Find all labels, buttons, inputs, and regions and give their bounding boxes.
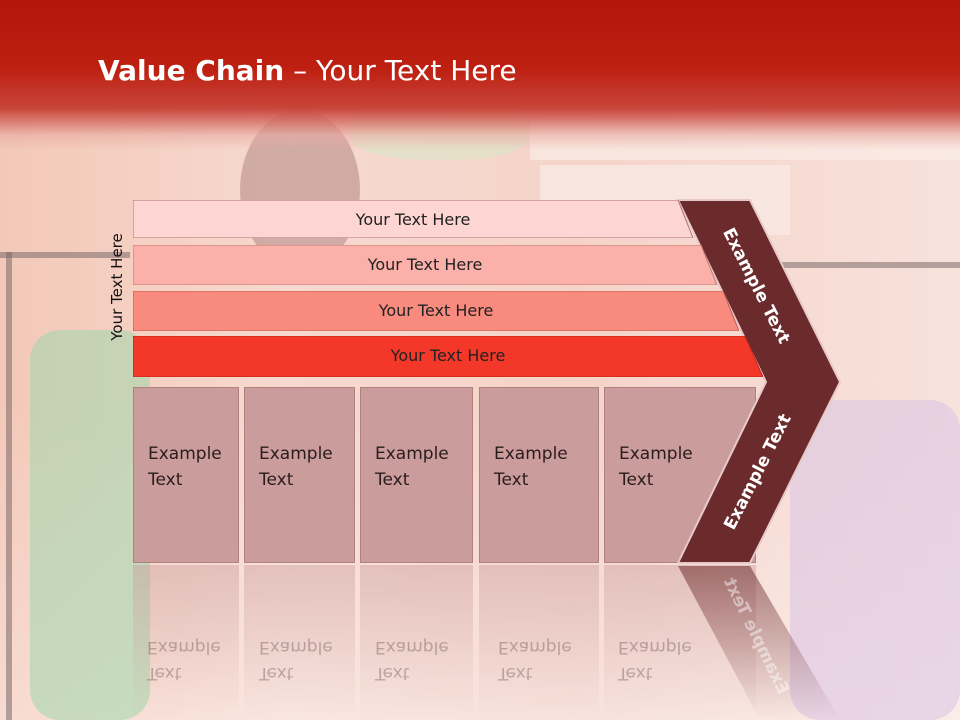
title-rest: – Your Text Here — [284, 54, 517, 87]
box-reflection — [360, 565, 473, 720]
background-clothes — [790, 400, 960, 720]
box-reflection — [133, 565, 239, 720]
box-line1: Example — [494, 444, 568, 464]
bar-4: Your Text Here — [133, 336, 763, 377]
bar-label: Your Text Here — [378, 300, 494, 320]
box-reflection — [244, 565, 355, 720]
chevron-reflection — [678, 566, 840, 720]
slide-title: Value Chain – Your Text Here — [98, 54, 517, 87]
bar-shape — [133, 291, 739, 331]
bar-1: Your Text Here — [133, 200, 693, 238]
box-line1: Example — [259, 444, 333, 464]
bar-3: Your Text Here — [133, 291, 739, 331]
box-line2: Text — [259, 470, 294, 490]
chevron-shape — [676, 199, 842, 564]
background-rail — [0, 252, 130, 258]
bar-label: Your Text Here — [390, 345, 506, 365]
bar-label: Your Text Here — [367, 254, 483, 274]
title-band — [0, 0, 960, 150]
background-green-shirt — [30, 330, 150, 720]
bar-shape — [133, 336, 763, 377]
bar-2: Your Text Here — [133, 245, 717, 285]
box-line2: Text — [375, 470, 410, 490]
background-rail — [780, 262, 960, 268]
background-rail — [6, 252, 12, 720]
bar-label: Your Text Here — [355, 209, 471, 229]
box-reflection — [479, 565, 599, 720]
box-line2: Text — [619, 470, 654, 490]
title-bold: Value Chain — [98, 54, 285, 87]
box-line1: Example — [619, 444, 693, 464]
box-line1: Example — [148, 444, 222, 464]
box-line2: Text — [494, 470, 529, 490]
box-line2: Text — [148, 470, 183, 490]
bar-shape — [133, 245, 717, 285]
box-line1: Example — [375, 444, 449, 464]
bar-shape — [133, 200, 693, 238]
